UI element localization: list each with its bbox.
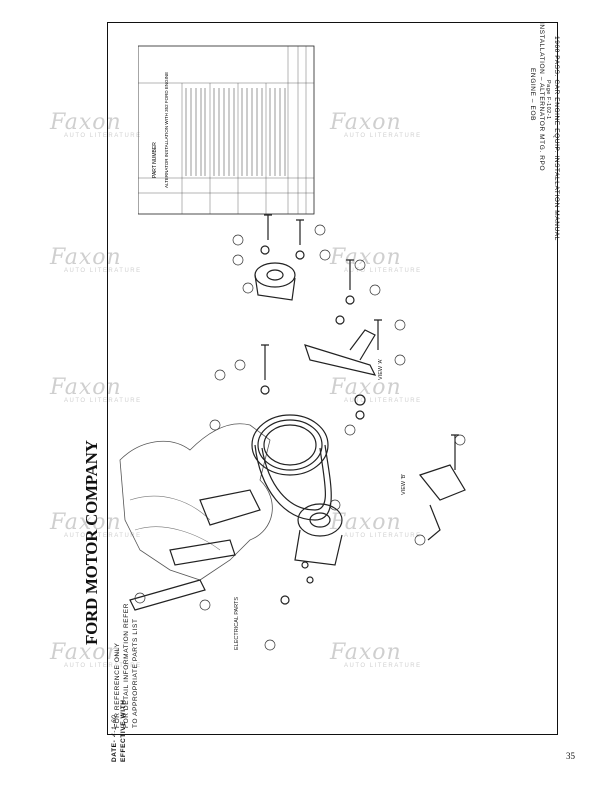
drawing-sheet [107, 22, 558, 735]
view-a-label: VIEW 'A' [378, 359, 384, 380]
parts-table: PART NUMBER ALTERNATOR INSTALLATION WITH… [138, 45, 315, 215]
date-value: 4-1-60 [111, 714, 118, 737]
effective-label: EFFECTIVE WITH [120, 699, 127, 762]
engine-line: ENGINE – EOB [529, 68, 536, 122]
parts-col-part-header: PART NUMBER [152, 142, 158, 178]
manual-line: 1960 PASS. CAR ENGINE EQUIP. INSTALLATIO… [553, 36, 560, 241]
alternator-exploded-diagram: ELECTRICAL PARTS VIEW 'B' VIEW 'A' [119, 214, 466, 651]
company-name: FORD MOTOR COMPANY [82, 440, 101, 645]
title-line: INSTALLATION – ALTERNATOR MTG. RPO [538, 22, 545, 172]
date-label: DATE- [111, 739, 118, 762]
page-number: 35 [566, 751, 575, 761]
view-b-label: VIEW 'B' [401, 474, 407, 495]
parts-col-desc-header: ALTERNATOR INSTALLATION WITH 352 FORD EN… [164, 72, 169, 188]
electrical-parts-label: ELECTRICAL PARTS [234, 597, 240, 650]
page-ref: Page F-102-1 [545, 80, 551, 120]
